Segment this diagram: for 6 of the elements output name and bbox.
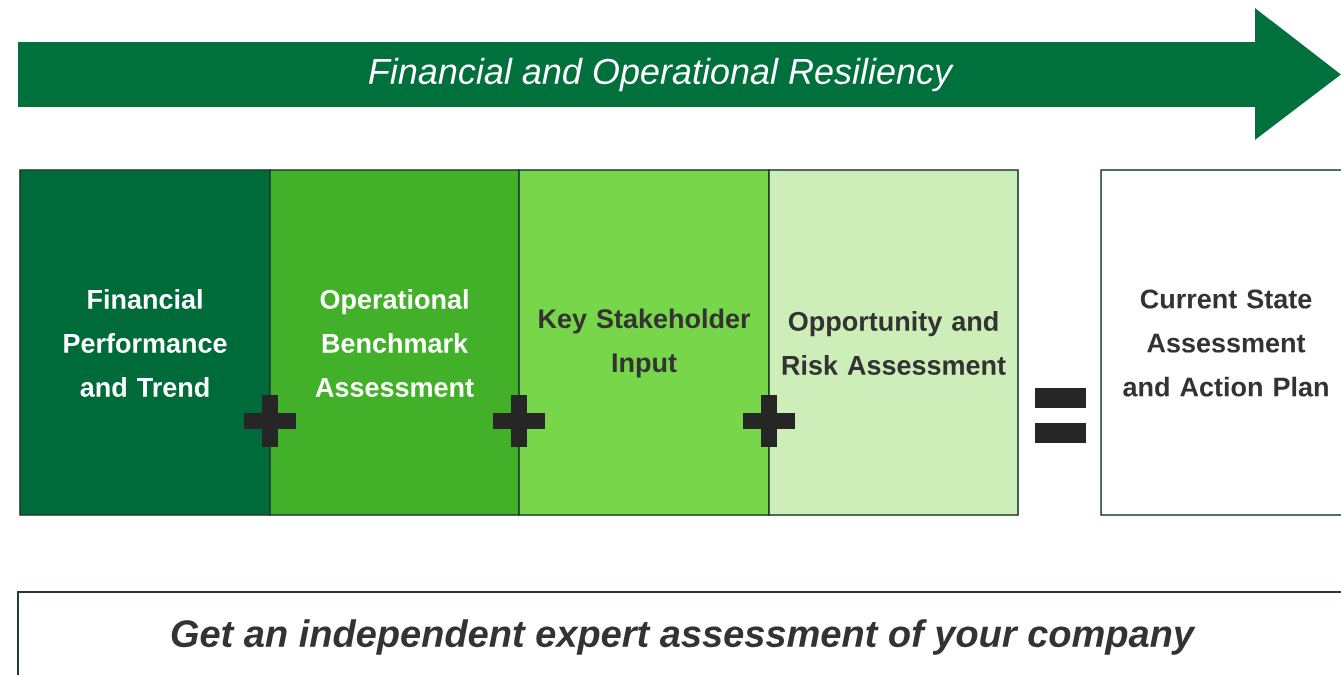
message-box: Get an independent expert assessment of your company bbox=[17, 591, 1341, 675]
stage-box: Financial Performance and Trend bbox=[19, 169, 271, 516]
stage-box: Opportunity and Risk Assessment bbox=[768, 169, 1019, 516]
stage-box: Key Stakeholder Input bbox=[518, 169, 770, 516]
result-box: Current State Assessment and Action Plan bbox=[1100, 169, 1341, 516]
stage-box: Operational Benchmark Assessment bbox=[269, 169, 520, 516]
